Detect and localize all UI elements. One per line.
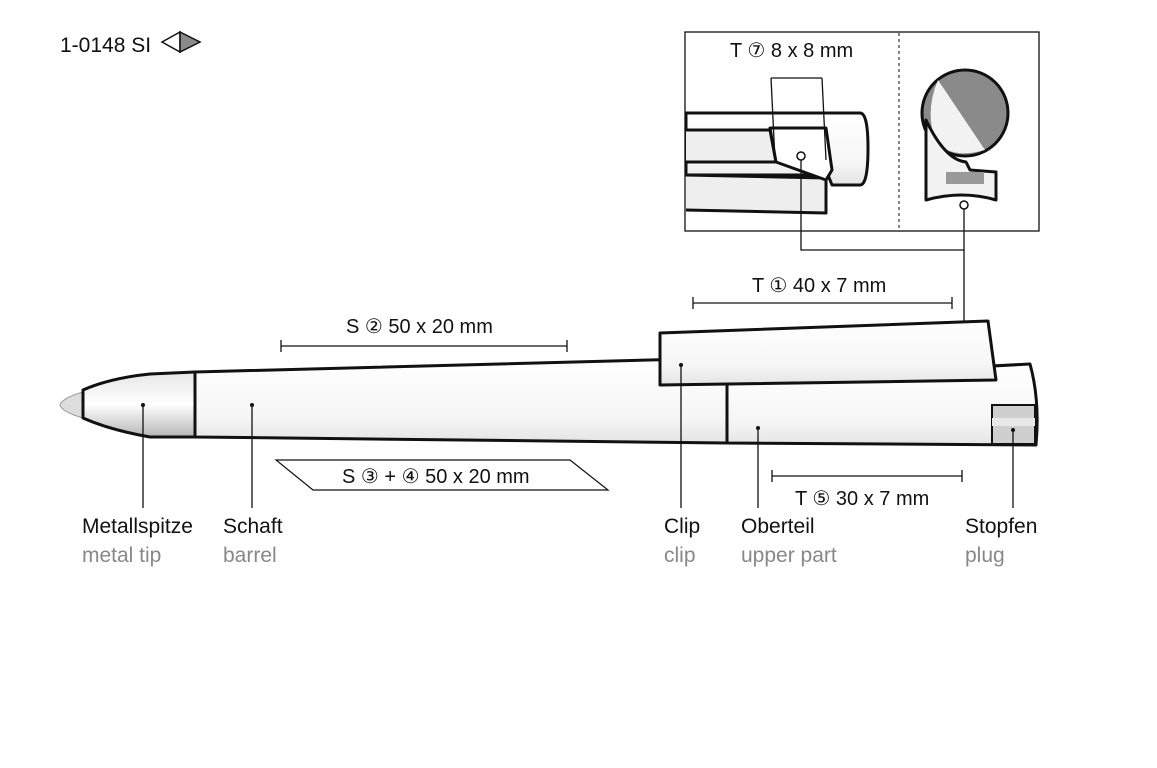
label-en: plug [965,544,1005,567]
refill-tip [59,391,84,419]
label-barrel: Schaft barrel [223,515,283,567]
label-en: clip [664,544,696,567]
dim-t5: T ⑤ 30 x 7 mm [795,488,929,510]
label-plug: Stopfen plug [965,515,1037,567]
barrel [193,356,729,445]
pen [59,319,1039,447]
label-en: barrel [223,544,277,567]
clip [658,319,998,387]
label-en: metal tip [82,544,161,567]
clip-cross-section [920,68,1010,210]
dim-t7: T ⑦ 8 x 8 mm [730,40,853,62]
label-upper-part: Oberteil upper part [741,515,837,567]
label-de: Schaft [223,515,283,538]
product-code: 1-0148 SI [60,34,151,57]
label-de: Oberteil [741,515,815,538]
dim-s2: S ② 50 x 20 mm [346,316,493,338]
label-de: Stopfen [965,515,1037,538]
label-metal-tip: Metallspitze metal tip [82,515,193,567]
dim-t1: T ① 40 x 7 mm [752,275,886,297]
label-de: Clip [664,515,700,538]
dim-s34: S ③ + ④ 50 x 20 mm [342,466,530,488]
label-en: upper part [741,544,837,567]
detail-inset: T ⑦ 8 x 8 mm [684,31,1040,251]
label-de: Metallspitze [82,515,193,538]
print-area-s34 [274,459,610,491]
metal-tip [81,370,197,439]
clip-side-view [684,77,870,215]
label-clip: Clip clip [664,515,700,567]
color-indicator-icon [160,30,202,54]
